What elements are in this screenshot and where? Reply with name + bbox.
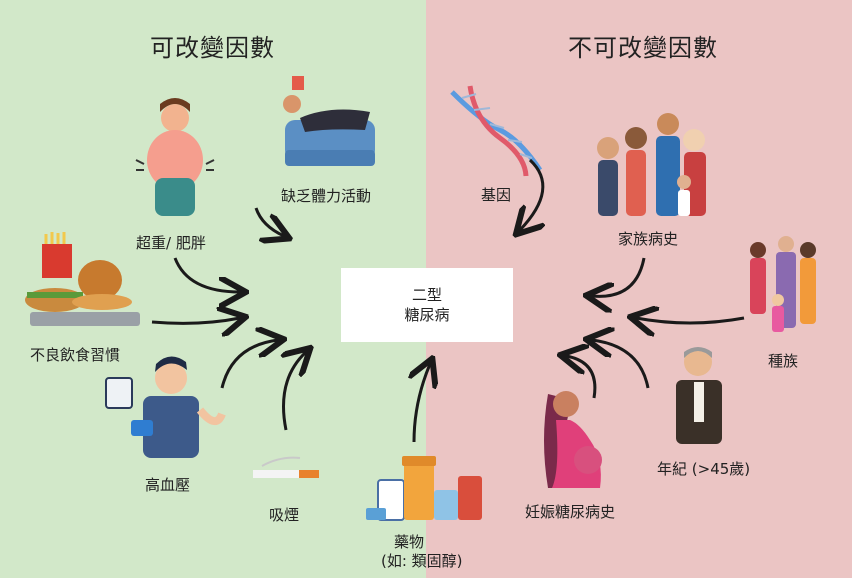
arrow-gestational: [566, 356, 597, 399]
arrow-gene: [520, 158, 543, 230]
label-gestational-diabetes: 妊娠糖尿病史: [525, 503, 616, 521]
arrow-diet: [151, 318, 240, 323]
center-line-2: 糖尿病: [404, 306, 450, 324]
older-man-icon: [676, 347, 722, 444]
label-blood-pressure: 高血壓: [145, 476, 191, 494]
arrow-age: [592, 340, 650, 389]
medicine-icon: [366, 456, 482, 521]
label-age: 年紀 (>45歲): [657, 460, 751, 478]
type2-diabetes-box: 二型 糖尿病: [341, 268, 513, 342]
label-gene: 基因: [481, 186, 512, 204]
arrow-medication: [414, 364, 430, 443]
fast-food-icon: [25, 232, 140, 326]
label-family-history: 家族病史: [618, 230, 679, 248]
label-overweight: 超重/ 肥胖: [136, 234, 206, 252]
arrow-smoking: [284, 352, 307, 431]
label-ethnicity: 種族: [768, 352, 799, 370]
family-icon: [597, 113, 706, 216]
center-line-1: 二型: [411, 286, 442, 304]
arrow-family: [592, 257, 646, 296]
label-medication: 藥物: [394, 533, 425, 551]
label-inactivity: 缺乏體力活動: [281, 187, 372, 205]
modifiable-heading: 可改變因數: [150, 34, 275, 62]
label-medication-example: (如: 類固醇): [381, 552, 463, 570]
dna-icon: [450, 85, 543, 177]
cigarette-icon: [253, 456, 319, 478]
arrow-inactivity: [254, 207, 284, 236]
non-modifiable-heading: 不可改變因數: [568, 34, 718, 62]
pregnant-woman-icon: [544, 391, 602, 488]
sofa-person-icon: [283, 76, 375, 166]
label-diet: 不良飲食習慣: [30, 346, 121, 364]
arrow-ethnicity: [636, 318, 745, 323]
arrow-overweight: [173, 257, 240, 292]
ethnic-group-icon: [750, 236, 816, 332]
blood-pressure-person-icon: [105, 356, 226, 458]
arrow-blood-pressure: [220, 340, 278, 389]
overweight-person-icon: [135, 98, 215, 216]
label-smoking: 吸煙: [269, 506, 300, 524]
